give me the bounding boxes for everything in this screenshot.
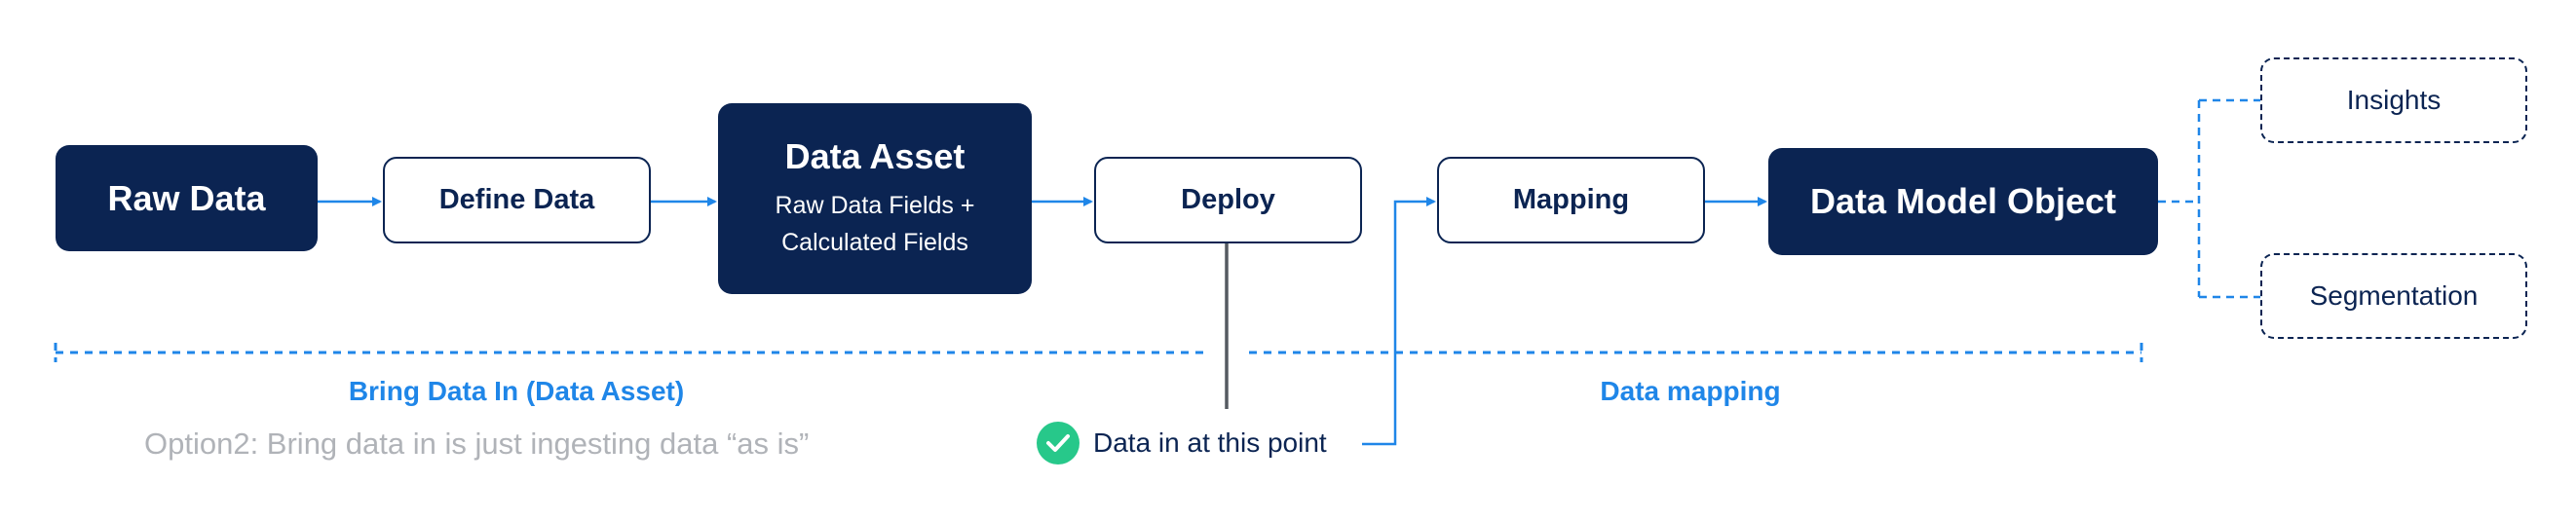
data-mapping-range-line <box>1249 343 2143 362</box>
phase-label-bring-data-in: Bring Data In (Data Asset) <box>348 376 685 406</box>
node-mapping-label: Mapping <box>1512 184 1630 215</box>
node-mapping: Mapping <box>1437 157 1705 243</box>
node-data-model-object-label: Data Model Object <box>1809 181 2117 221</box>
option2-note: Option2: Bring data in is just ingesting… <box>144 427 810 461</box>
node-data-asset: Data Asset Raw Data Fields + Calculated … <box>718 103 1032 294</box>
node-data-asset-label: Data Asset <box>784 136 966 176</box>
node-data-asset-subtitle: Raw Data Fields + Calculated Fields <box>776 187 975 261</box>
node-segmentation: Segmentation <box>2260 253 2527 339</box>
node-define-data: Define Data <box>383 157 651 243</box>
node-define-data-label: Define Data <box>438 184 595 215</box>
phase-label-data-mapping: Data mapping <box>1600 376 1781 406</box>
bring-data-in-range-line <box>54 343 1204 362</box>
node-data-asset-sub-line2: Calculated Fields <box>781 229 968 256</box>
node-insights: Insights <box>2260 57 2527 143</box>
node-data-model-object: Data Model Object <box>1768 148 2158 255</box>
check-circle-icon <box>1037 422 1080 464</box>
node-deploy: Deploy <box>1094 157 1362 243</box>
node-deploy-label: Deploy <box>1181 184 1275 215</box>
dmo-branch-connector <box>2158 98 2260 299</box>
node-raw-data-label: Raw Data <box>107 177 266 218</box>
node-segmentation-label: Segmentation <box>2309 280 2479 311</box>
checkpoint-label: Data in at this point <box>1093 427 1327 458</box>
node-insights-label: Insights <box>2346 85 2442 115</box>
node-data-asset-sub-line1: Raw Data Fields + <box>775 192 975 219</box>
checkpoint-to-mapping-connector <box>1362 197 1436 446</box>
node-raw-data: Raw Data <box>56 145 318 251</box>
